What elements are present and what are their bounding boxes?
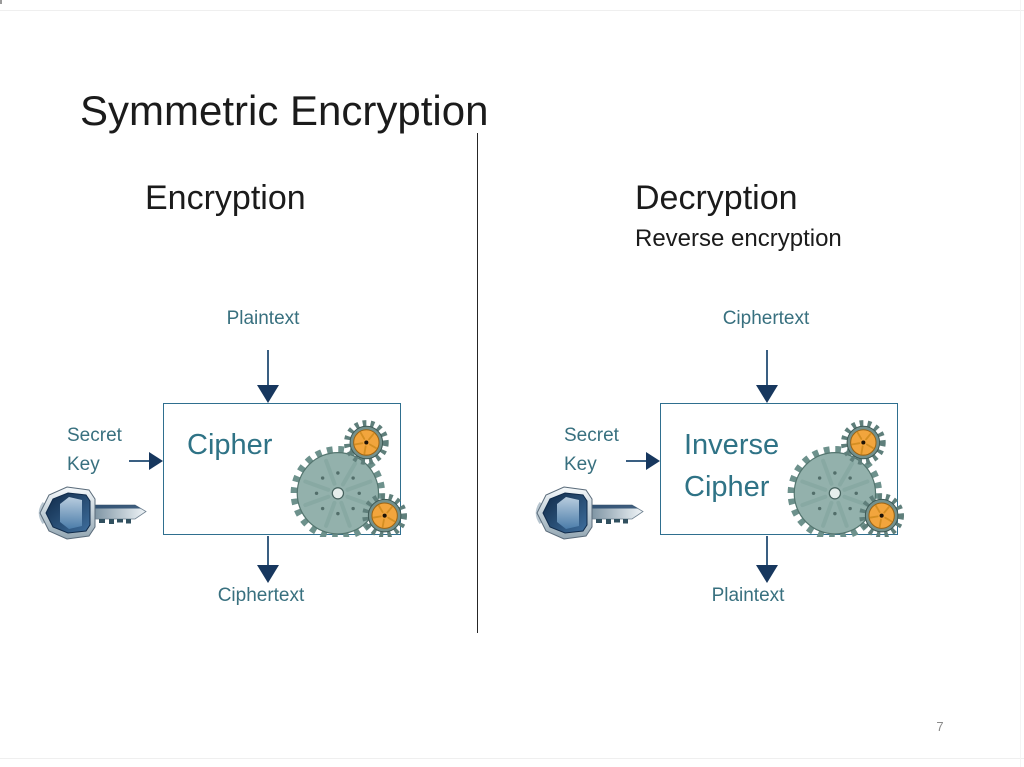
gears-icon (780, 413, 904, 537)
gears-icon (283, 413, 407, 537)
arrow-right-icon (129, 452, 163, 470)
key-icon (38, 485, 148, 541)
arrow-shaft (626, 460, 646, 462)
arrow-shaft (129, 460, 149, 462)
arrow-shaft (766, 536, 768, 565)
arrow-shaft (267, 350, 269, 385)
corner-mark (0, 0, 2, 4)
cipher-box-label: Cipher (187, 429, 273, 461)
arrow-head (646, 452, 660, 470)
arrow-down-icon (756, 536, 778, 583)
key-icon (535, 485, 645, 541)
encryption-input-label: Plaintext (226, 308, 300, 329)
arrow-head (756, 385, 778, 403)
arrow-head (756, 565, 778, 583)
encryption-output-label: Ciphertext (217, 585, 305, 606)
arrow-head (257, 385, 279, 403)
arrow-right-icon (626, 452, 660, 470)
slide-title: Symmetric Encryption (80, 87, 489, 134)
decryption-input-label: Ciphertext (722, 308, 810, 329)
arrow-shaft (766, 350, 768, 385)
arrow-down-icon (257, 350, 279, 403)
slide-frame-top (0, 10, 1024, 11)
decryption-key-label: Secret Key (564, 425, 619, 476)
slide-frame-right (1020, 0, 1021, 767)
encryption-heading: Encryption (145, 179, 306, 217)
arrow-head (149, 452, 163, 470)
decryption-heading: Decryption (635, 179, 798, 217)
inverse-cipher-box-label: Inverse Cipher (684, 429, 780, 504)
decryption-subheading: Reverse encryption (635, 225, 842, 252)
arrow-shaft (267, 536, 269, 565)
page-number: 7 (936, 719, 944, 734)
arrow-down-icon (756, 350, 778, 403)
arrow-down-icon (257, 536, 279, 583)
encryption-key-label: Secret Key (67, 425, 122, 476)
slide-frame-bottom (0, 758, 1024, 759)
decryption-output-label: Plaintext (711, 585, 785, 606)
center-divider (477, 133, 478, 633)
arrow-head (257, 565, 279, 583)
